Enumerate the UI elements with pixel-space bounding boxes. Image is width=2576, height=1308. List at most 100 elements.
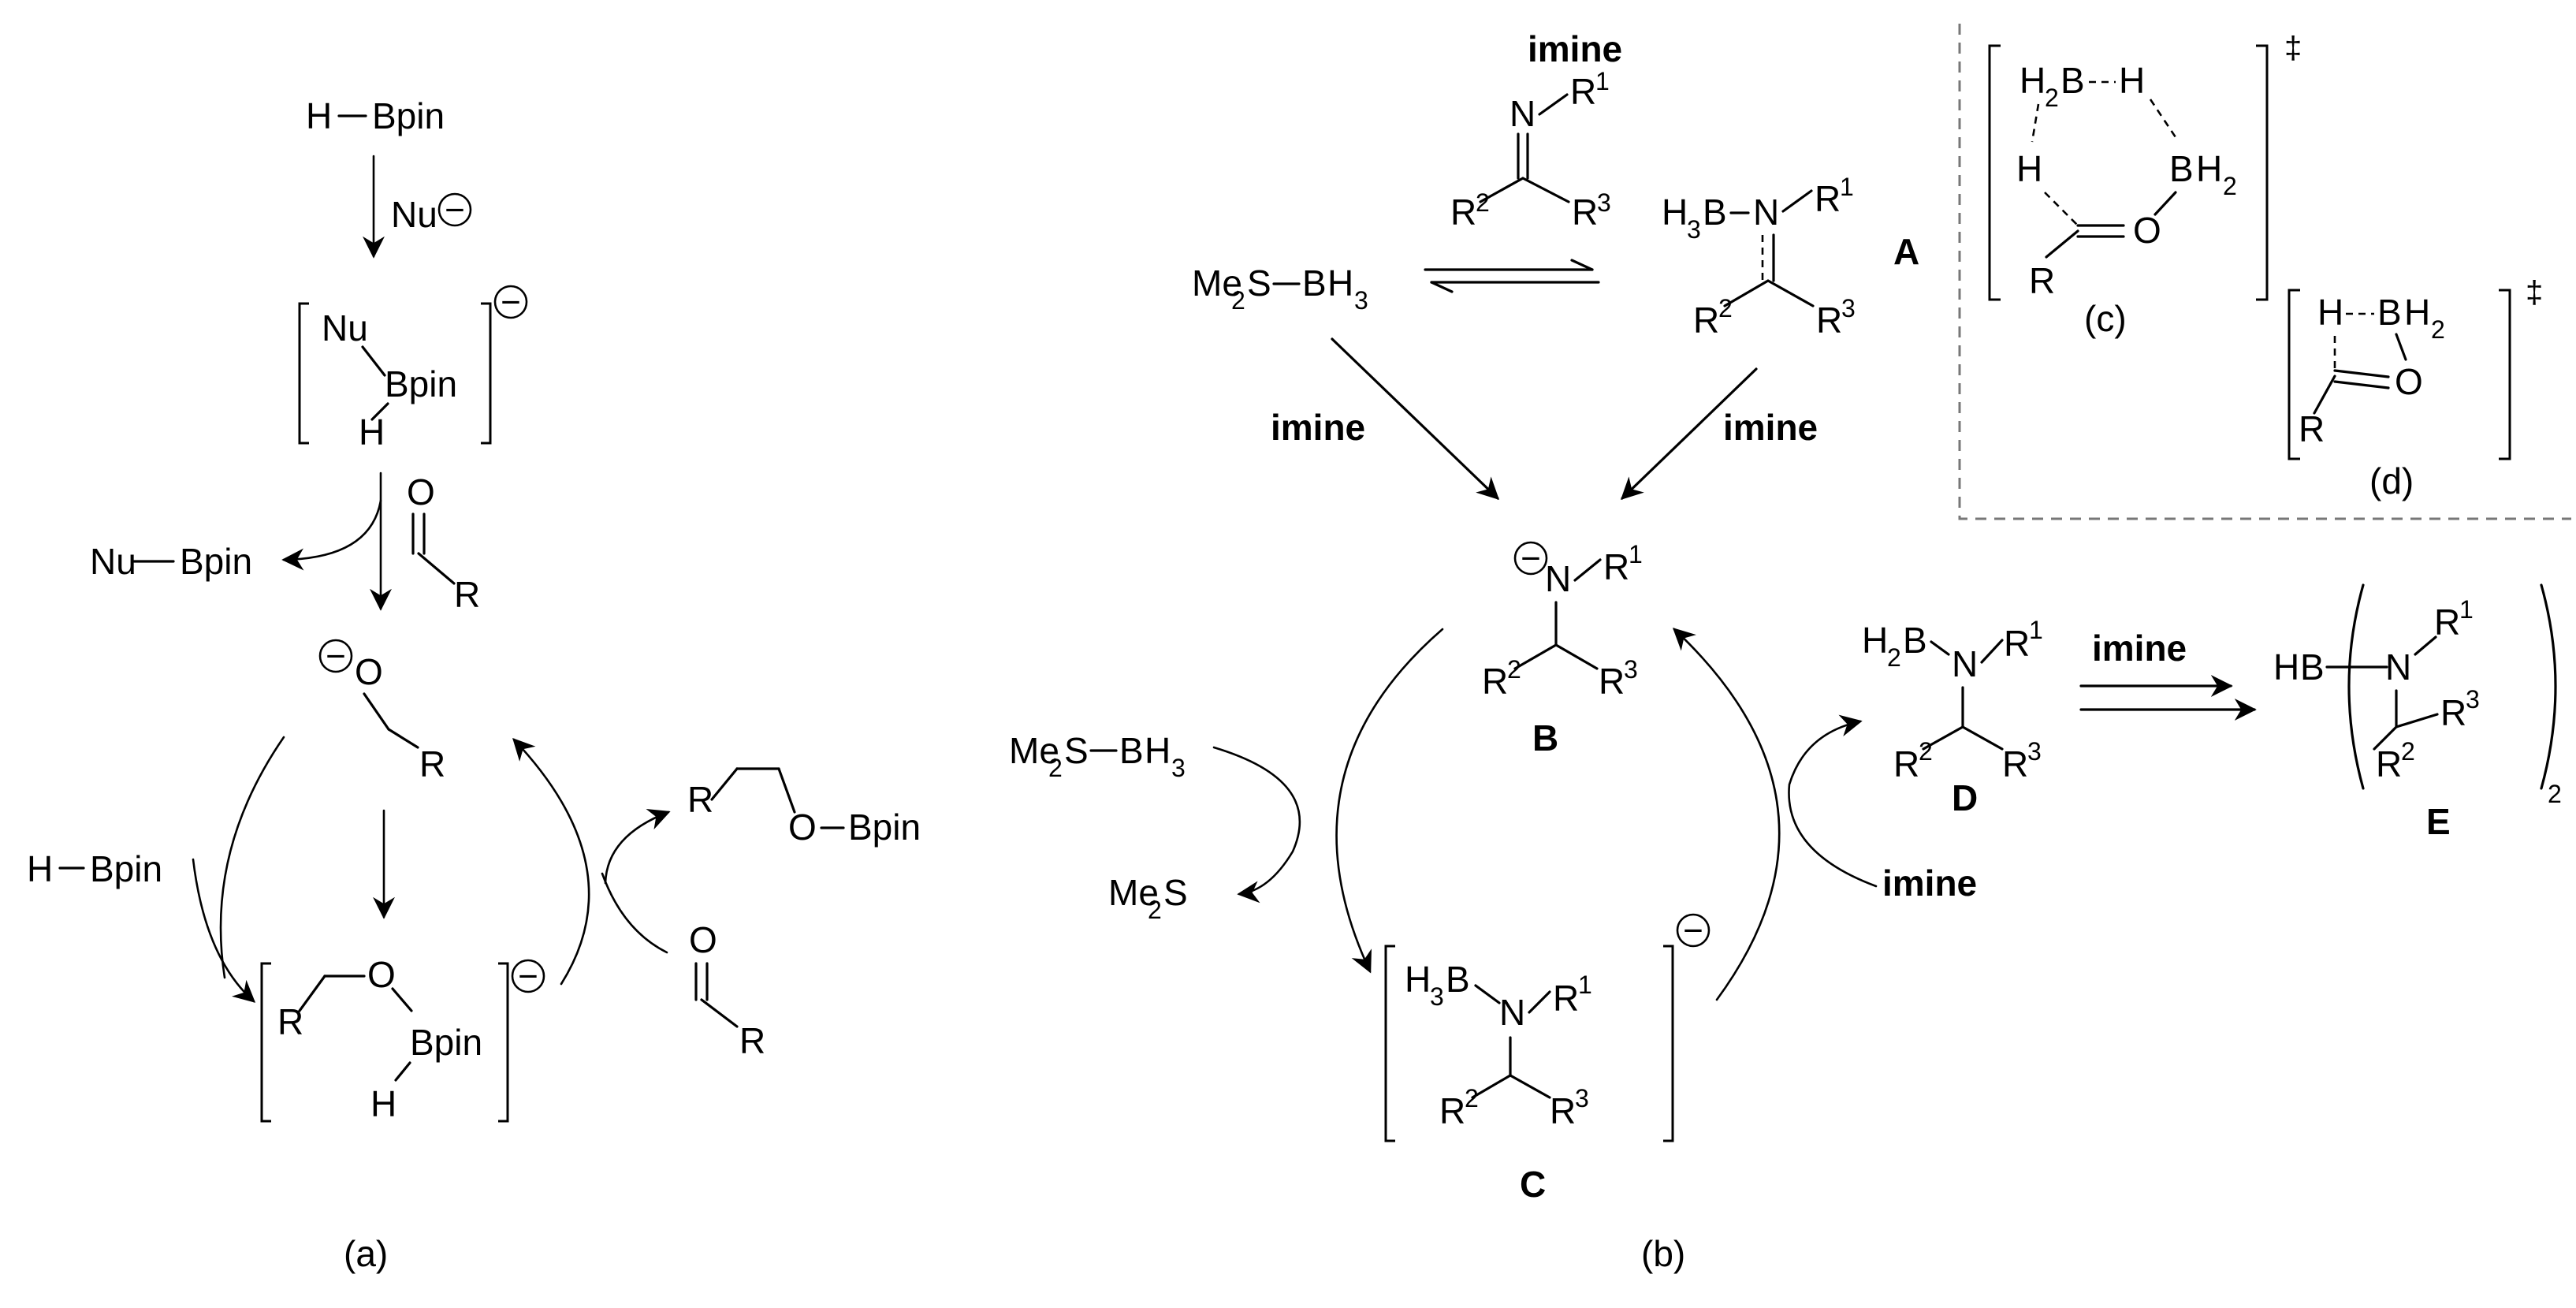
aldehyde-entry-curve <box>601 872 668 954</box>
svg-text:N: N <box>1545 558 1571 599</box>
svg-text:R: R <box>277 1001 303 1042</box>
imine-label-e: imine <box>2092 628 2187 669</box>
svg-text:R: R <box>2029 260 2055 301</box>
svg-text:H: H <box>1145 730 1171 771</box>
svg-text:B: B <box>2169 148 2194 189</box>
svg-text:Me: Me <box>1009 730 1059 771</box>
svg-text:Bpin: Bpin <box>180 541 252 582</box>
svg-text:2: 2 <box>2223 172 2237 200</box>
h-bpin-entry-arrow <box>192 858 256 1003</box>
h-bpin-reagent-cycle: H Bpin <box>27 848 162 889</box>
aldehyde-substrate-bottom: O R <box>689 919 765 1061</box>
svg-text:−: − <box>445 191 465 229</box>
svg-text:3: 3 <box>1687 215 1701 244</box>
svg-text:2: 2 <box>2045 84 2059 112</box>
svg-text:O: O <box>2133 210 2161 251</box>
nucleophile-label: Nu <box>391 194 437 235</box>
svg-text:2: 2 <box>1476 188 1490 217</box>
dimethyl-sulfide-product: Me 2 S <box>1108 872 1188 924</box>
svg-text:S: S <box>1247 263 1271 304</box>
svg-text:N: N <box>1952 643 1978 684</box>
svg-text:3: 3 <box>1624 655 1638 684</box>
svg-text:1: 1 <box>1840 173 1854 201</box>
svg-text:O: O <box>2395 361 2423 402</box>
imine-label-left: imine <box>1271 407 1365 448</box>
svg-text:1: 1 <box>2029 616 2043 644</box>
svg-text:3: 3 <box>2027 737 2042 766</box>
svg-text:2: 2 <box>1919 737 1933 766</box>
nucleophile-charge: − <box>437 191 472 229</box>
cycle-left-arc-b <box>1335 628 1444 974</box>
svg-text:H: H <box>2196 148 2222 189</box>
svg-text:R: R <box>2376 743 2402 784</box>
svg-text:R: R <box>2434 602 2460 643</box>
svg-text:3: 3 <box>1171 754 1186 782</box>
equilibrium-arrows <box>1424 259 1600 293</box>
svg-text:R: R <box>687 779 713 820</box>
panel-c-label: (c) <box>2084 298 2127 339</box>
svg-text:Nu: Nu <box>90 541 136 582</box>
compound-b-label: B <box>1532 717 1558 758</box>
imine-label-right: imine <box>1723 407 1818 448</box>
svg-text:B: B <box>1903 620 1927 661</box>
dms-release-arrow <box>1212 746 1301 904</box>
svg-text:1: 1 <box>2459 595 2474 624</box>
borate-ester-product: R O Bpin <box>687 767 921 848</box>
imine-reagent-top: imine N R 1 R 2 R 3 <box>1450 28 1622 233</box>
svg-text:O: O <box>407 471 435 512</box>
svg-text:H: H <box>370 1083 396 1124</box>
svg-text:R: R <box>1815 178 1841 219</box>
borane-dms-reagent: Me 2 S B H 3 <box>1192 263 1368 315</box>
svg-text:3: 3 <box>1841 294 1856 322</box>
svg-text:2: 2 <box>2401 737 2415 766</box>
svg-text:‡: ‡ <box>2526 275 2543 310</box>
svg-text:R: R <box>1550 1090 1576 1131</box>
svg-text:−: − <box>518 957 538 996</box>
svg-text:2: 2 <box>1465 1084 1479 1112</box>
svg-text:‡: ‡ <box>2284 31 2302 65</box>
cycle-left-arc <box>219 736 285 979</box>
svg-text:2: 2 <box>1507 655 1521 684</box>
compound-e: H B N R 1 R 3 R 2 2 E <box>2273 583 2562 842</box>
svg-text:1: 1 <box>1595 67 1610 95</box>
panel-a: H Bpin Nu − Nu Bpin H − Nu Bp <box>27 95 921 1274</box>
imine-arrow-right <box>1620 367 1758 500</box>
transition-state-inset: ‡ H 2 B H B H 2 O H R (c) ‡ H <box>1958 24 2571 520</box>
svg-text:2: 2 <box>1148 896 1162 924</box>
svg-text:R: R <box>2002 743 2028 784</box>
svg-text:R: R <box>739 1020 765 1061</box>
svg-text:R: R <box>1482 661 1508 702</box>
svg-text:3: 3 <box>1430 982 1444 1011</box>
svg-text:O: O <box>689 919 717 960</box>
svg-text:N: N <box>1509 93 1536 134</box>
svg-text:2: 2 <box>1048 754 1063 782</box>
compound-a-label: A <box>1893 231 1919 272</box>
compound-d-label: D <box>1952 777 1978 818</box>
imine-label-cycle: imine <box>1882 863 1977 904</box>
svg-text:R: R <box>1693 300 1719 341</box>
svg-text:H: H <box>2273 647 2299 688</box>
compound-c: − H 3 B N R 1 R 2 R 3 C <box>1384 911 1711 1205</box>
svg-text:Bpin: Bpin <box>848 807 921 848</box>
leaving-group-arrow <box>281 499 382 571</box>
svg-text:N: N <box>1753 192 1779 233</box>
svg-text:R: R <box>1553 978 1579 1019</box>
svg-text:H: H <box>1405 959 1431 1000</box>
svg-text:N: N <box>2385 647 2411 688</box>
compound-e-label: E <box>2426 801 2451 842</box>
svg-text:−: − <box>1683 911 1703 950</box>
svg-text:H: H <box>306 95 332 136</box>
compound-c-label: C <box>1520 1164 1546 1205</box>
svg-text:N: N <box>1499 992 1525 1033</box>
svg-text:−: − <box>1521 539 1541 578</box>
svg-text:Me: Me <box>1108 872 1159 913</box>
svg-text:H: H <box>27 848 53 889</box>
svg-text:H: H <box>359 412 385 453</box>
svg-text:R: R <box>2440 692 2466 733</box>
svg-text:Bpin: Bpin <box>372 95 445 136</box>
cycle-right-arc <box>512 737 590 986</box>
svg-text:R: R <box>1599 661 1625 702</box>
svg-text:3: 3 <box>1354 286 1368 315</box>
svg-text:Nu: Nu <box>322 307 368 348</box>
svg-text:R: R <box>1439 1090 1465 1131</box>
